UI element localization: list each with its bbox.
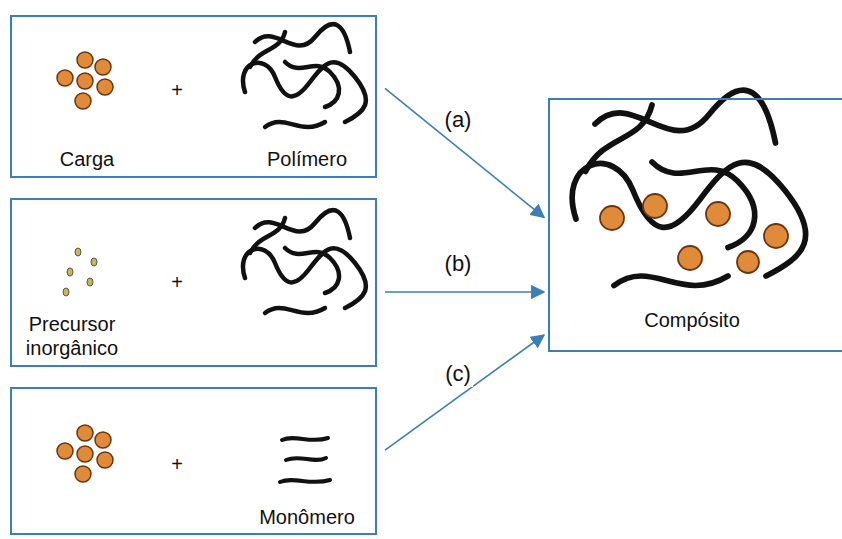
monomers	[280, 438, 330, 482]
polymer-chains	[243, 210, 366, 313]
component-label: Precursor inorgânico	[7, 312, 137, 360]
component-label: Compósito	[644, 308, 740, 332]
plus-sign: +	[171, 270, 183, 294]
filler-particles	[57, 52, 113, 109]
input-box: Precursor inorgânico +	[10, 198, 377, 367]
polymer-chains	[243, 24, 366, 127]
filler-particles	[600, 194, 788, 273]
plus-sign: +	[171, 78, 183, 102]
plus-sign: +	[171, 452, 183, 476]
filler-particles	[57, 425, 113, 482]
route-label: (a)	[443, 107, 474, 133]
result-box: Compósito	[548, 98, 842, 352]
component-label: Polímero	[267, 147, 347, 171]
process-arrow	[385, 291, 544, 293]
route-label: (c)	[443, 361, 473, 387]
precursor-particles	[63, 248, 97, 296]
route-label: (b)	[443, 251, 474, 277]
process-arrow	[385, 88, 544, 217]
input-box: Carga + Polímero	[10, 15, 377, 178]
component-label: Carga	[60, 147, 114, 171]
process-arrow	[385, 335, 544, 450]
component-label: Monômero	[259, 505, 355, 529]
polymer-chains	[572, 90, 806, 285]
input-box: + Monômero	[10, 387, 377, 535]
